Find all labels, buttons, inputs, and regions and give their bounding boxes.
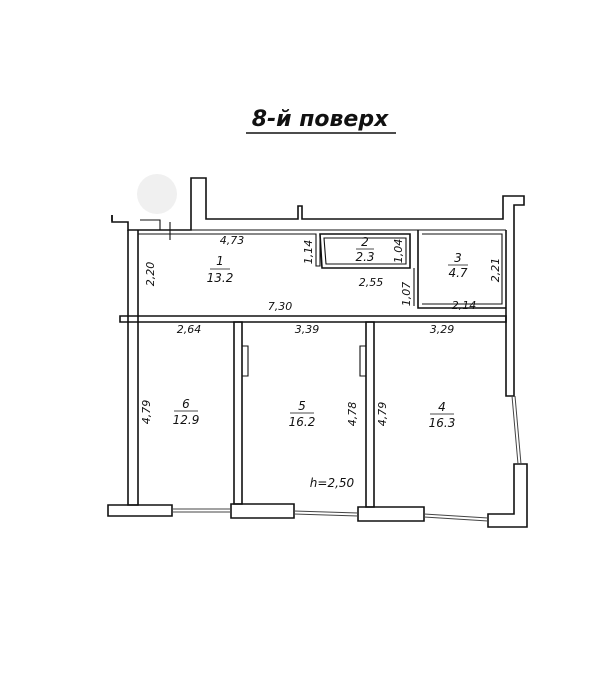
room-area: 4.7 [448,266,467,280]
room-4-label: 4 16.3 [429,400,456,430]
room-area: 2.3 [355,250,374,264]
dim-corridor-length: 7,30 [268,300,293,313]
room-number: 6 [182,397,190,411]
dim-r5-width: 3,39 [295,323,320,336]
dim-r1-side: 1,14 [302,240,315,265]
room-3-label: 3 4.7 [448,251,468,280]
room-area: 13.2 [207,271,234,285]
room-6-label: 6 12.9 [173,397,200,427]
dim-r6-width: 2,64 [177,323,202,336]
dimensions: 4,73 2,20 1,14 1,04 2,55 2,21 1,07 2,14 … [140,234,502,426]
stamp-mark [137,174,177,214]
dim-r2-height: 1,04 [392,239,405,264]
windows [172,395,522,522]
room-number: 4 [438,400,446,414]
interior-walls [119,219,507,508]
room-number: 1 [216,254,224,268]
dim-r3-bottom: 2,14 [452,299,477,312]
room-area: 12.9 [173,413,200,427]
room-2-label: 2 2.3 [355,235,374,264]
room-area: 16.2 [289,415,316,429]
dim-r1-height: 2,20 [144,262,157,287]
dim-r4-height: 4,79 [376,402,389,427]
room-number: 5 [298,399,306,413]
dim-r3-height: 2,21 [489,258,502,283]
room-1-label: 1 13.2 [207,254,234,285]
dim-r6-height: 4,79 [140,400,153,425]
plan-title: 8-й поверх [252,107,389,132]
dim-r4-width: 3,29 [430,323,455,336]
room-number: 2 [361,235,369,249]
room-5-label: 5 16.2 [289,399,316,429]
room-area: 16.3 [429,416,456,430]
walls [107,177,528,528]
dim-r2-bottom: 2,55 [359,276,384,289]
dim-corridor-gap: 1,07 [400,282,413,307]
ceiling-height-label: h=2,50 [310,476,355,490]
room-number: 3 [454,251,462,265]
dim-r1-width: 4,73 [220,234,245,247]
dim-r5-height: 4,78 [346,402,359,427]
